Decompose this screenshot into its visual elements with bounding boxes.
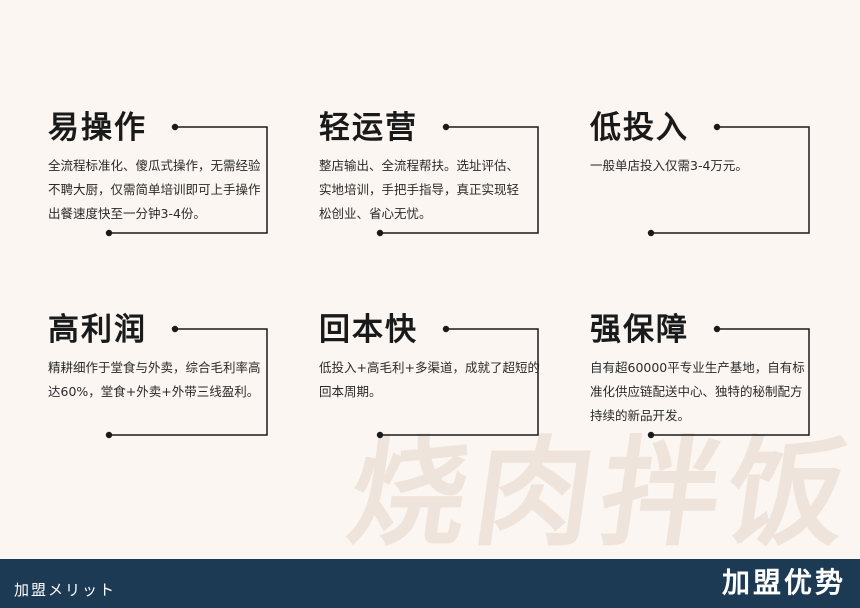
bracket-line — [376, 325, 539, 439]
bracket-line — [647, 123, 810, 237]
benefit-card-light-operation: 轻运营 整店输出、全流程帮扶。选址评估、 实地培训，手把手指导，真正实现轻 松创… — [319, 110, 549, 250]
card-title: 低投入 — [590, 110, 689, 146]
benefit-card-high-profit: 高利润 精耕细作于堂食与外卖，综合毛利率高 达60%，堂食+外卖+外带三线盈利。 — [48, 312, 278, 452]
card-description: 精耕细作于堂食与外卖，综合毛利率高 达60%，堂食+外卖+外带三线盈利。 — [48, 360, 261, 399]
footer-title: 加盟优势 — [721, 566, 846, 599]
bracket-line — [105, 123, 268, 237]
card-description: 低投入+高毛利+多渠道，成就了超短的 回本周期。 — [319, 360, 540, 399]
benefit-card-strong-support: 强保障 自有超60000平专业生产基地，自有标 准化供应链配送中心、独特的秘制配… — [590, 312, 820, 452]
footer-bar: 加盟メリット 加盟优势 — [0, 559, 860, 608]
footer-subtitle: 加盟メリット — [14, 581, 117, 599]
bracket-line — [376, 123, 539, 237]
card-description: 整店输出、全流程帮扶。选址评估、 实地培训，手把手指导，真正实现轻 松创业、省心… — [319, 158, 520, 221]
card-title: 回本快 — [319, 312, 418, 348]
benefit-card-easy-operation: 易操作 全流程标准化、傻瓜式操作，无需经验 不聘大厨，仅需简单培训即可上手操作 … — [48, 110, 278, 250]
card-title: 轻运营 — [319, 110, 418, 146]
card-description: 全流程标准化、傻瓜式操作，无需经验 不聘大厨，仅需简单培训即可上手操作 出餐速度… — [48, 158, 261, 221]
card-description: 一般单店投入仅需3-4万元。 — [590, 158, 748, 173]
card-description: 自有超60000平专业生产基地，自有标 准化供应链配送中心、独特的秘制配方 持续… — [590, 360, 805, 423]
bracket-line — [105, 325, 268, 439]
benefit-card-fast-payback: 回本快 低投入+高毛利+多渠道，成就了超短的 回本周期。 — [319, 312, 549, 452]
card-title: 高利润 — [48, 312, 147, 348]
card-title: 易操作 — [48, 110, 147, 146]
benefit-card-low-investment: 低投入 一般单店投入仅需3-4万元。 — [590, 110, 820, 250]
bracket-line — [647, 325, 810, 439]
card-title: 强保障 — [590, 312, 689, 348]
